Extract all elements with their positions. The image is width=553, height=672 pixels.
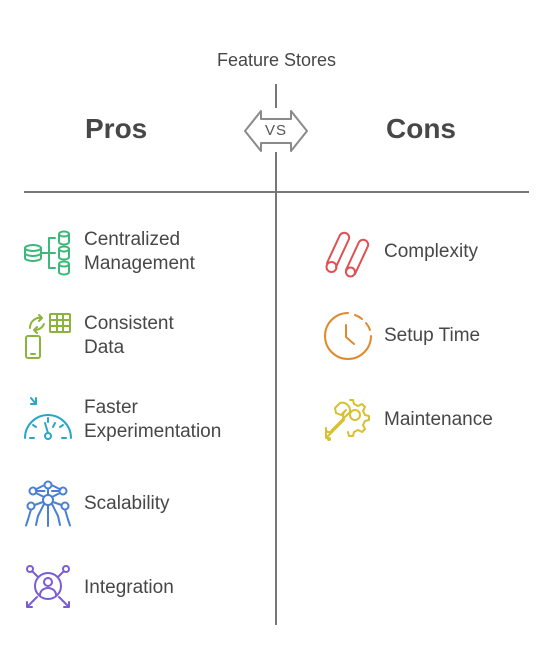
tangled-pipes-icon — [325, 231, 370, 278]
cons-item-maintenance: Maintenance — [322, 394, 493, 446]
pros-heading: Pros — [85, 113, 148, 144]
center-divider — [275, 152, 277, 625]
cons-item-label: Maintenance — [384, 409, 493, 430]
pros-item-centralized-management: Centralized Management — [22, 226, 195, 278]
clock-icon — [324, 312, 372, 360]
pros-item-scalability: Scalability — [22, 478, 170, 530]
diagram-title: Feature Stores — [216, 50, 337, 70]
pros-item-label: Consistent Data — [84, 313, 174, 358]
database-network-icon — [24, 230, 70, 276]
cons-item-label: Setup Time — [384, 325, 481, 346]
pros-item-label: Integration — [84, 577, 174, 598]
pros-item-label: Faster Experimentation — [84, 397, 222, 442]
cons-item-complexity: Complexity — [322, 226, 478, 278]
pros-item-integration: Integration — [22, 562, 174, 614]
cons-heading: Cons — [386, 113, 456, 144]
pros-item-consistent-data: Consistent Data — [22, 310, 174, 362]
pros-item-label: Centralized Management — [84, 229, 195, 274]
user-integration-icon — [26, 565, 70, 608]
center-divider-top — [275, 84, 277, 108]
vs-double-arrow-icon — [244, 110, 308, 152]
sync-devices-icon — [25, 313, 71, 359]
vs-label: VS — [264, 122, 287, 139]
pros-item-label: Scalability — [84, 493, 170, 514]
cons-item-label: Complexity — [384, 241, 478, 262]
speedometer-icon — [24, 397, 72, 440]
header-divider — [24, 191, 529, 193]
network-scale-icon — [25, 480, 71, 527]
wrench-gear-icon — [324, 399, 370, 441]
cons-item-setup-time: Setup Time — [322, 310, 480, 362]
pros-item-faster-experimentation: Faster Experimentation — [22, 394, 221, 446]
